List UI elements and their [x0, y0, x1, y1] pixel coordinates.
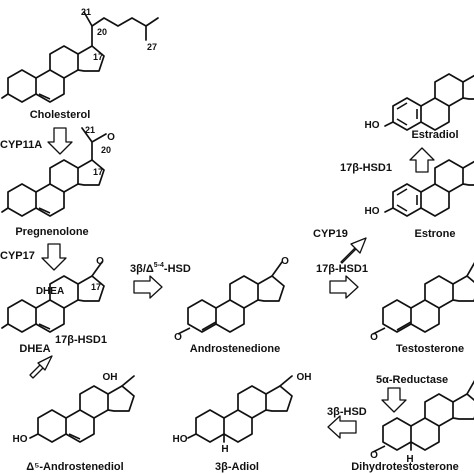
c27-label-cholesterol: 27: [147, 42, 157, 52]
cholesterol-name: Cholesterol: [30, 109, 91, 121]
cyp19-label: CYP19: [313, 228, 348, 240]
c20-label-pregnenolone: 20: [101, 145, 111, 155]
c17-label-dhea: 17: [91, 282, 101, 292]
hsd3b-adiol-arrow: [327, 415, 357, 439]
hsd17b1-label-left: 17β-HSD1: [55, 334, 107, 346]
adiol-structure: [187, 375, 293, 443]
pregnenolone-name: Pregnenolone: [15, 226, 88, 238]
c17-label-pregnenolone: 17: [93, 167, 103, 177]
pregnenolone-ketone-o: O: [107, 132, 115, 143]
testosterone-name: Testosterone: [396, 343, 464, 355]
adiol-ho-3: HO: [173, 434, 188, 445]
dhea-ring-label: DHEA: [36, 286, 64, 297]
c21-label-cholesterol: 21: [81, 7, 91, 17]
hsd17b1-label-middle: 17β-HSD1: [316, 263, 368, 275]
androstenediol-name: Δ⁵-Androstenediol: [26, 461, 123, 473]
c21-label-pregnenolone: 21: [85, 125, 95, 135]
estradiol-ho-3: HO: [365, 120, 380, 131]
hsd17b1-label-right: 17β-HSD1: [340, 162, 392, 174]
androstenediol-ho-3: HO: [13, 434, 28, 445]
srd5a-arrow: [381, 387, 407, 413]
estrone-ho-3: HO: [365, 206, 380, 217]
adiol-oh-17: OH: [297, 372, 312, 383]
adiol-name: 3β-Adiol: [215, 461, 259, 473]
dht-name: Dihydrotestosterone: [351, 461, 459, 473]
pregnenolone-structure: [1, 127, 107, 217]
estrone-structure: [384, 159, 474, 217]
androstenediol-oh-17: OH: [103, 372, 118, 383]
androstenedione-o-3: O: [174, 332, 182, 343]
c20-label-cholesterol: 20: [97, 27, 107, 37]
dht-o-3: O: [370, 450, 378, 461]
androstenediol-structure: [29, 375, 135, 443]
testosterone-o-3: O: [370, 332, 378, 343]
hsd3b-adiol-label: 3β-HSD: [327, 406, 367, 418]
dhea-structure: [1, 261, 105, 333]
testosterone-structure: [372, 262, 474, 335]
cyp17-arrow: [41, 243, 67, 271]
dhea-name: DHEA: [19, 343, 50, 355]
hsd17b1-arrow-right: [409, 147, 435, 173]
hsd3b-arrow: [133, 275, 163, 299]
hsd17b1-arrow-left: [29, 355, 53, 379]
cyp19-arrow: [340, 237, 367, 264]
estradiol-structure: [384, 73, 474, 131]
cyp11a-label: CYP11A: [0, 139, 42, 151]
adiol-h-5: H: [221, 444, 228, 455]
estradiol-name: Estradiol: [411, 129, 458, 141]
androstenedione-name: Androstenedione: [190, 343, 280, 355]
c17-label-cholesterol: 17: [93, 52, 103, 62]
cyp17-label: CYP17: [0, 250, 35, 262]
srd5a-label: 5α-Reductase: [376, 374, 448, 386]
hsd17b1-arrow-middle: [329, 275, 359, 299]
androstenedione-o-17: O: [281, 256, 289, 267]
androstenedione-structure: [177, 261, 285, 335]
dht-h-5: H: [406, 454, 413, 465]
estrone-name: Estrone: [415, 228, 456, 240]
cyp11a-arrow: [47, 127, 73, 155]
dhea-ketone-o: O: [96, 256, 104, 267]
hsd3b-label: 3β/Δ5-4-HSD: [130, 262, 191, 275]
cholesterol-structure: [1, 11, 159, 103]
